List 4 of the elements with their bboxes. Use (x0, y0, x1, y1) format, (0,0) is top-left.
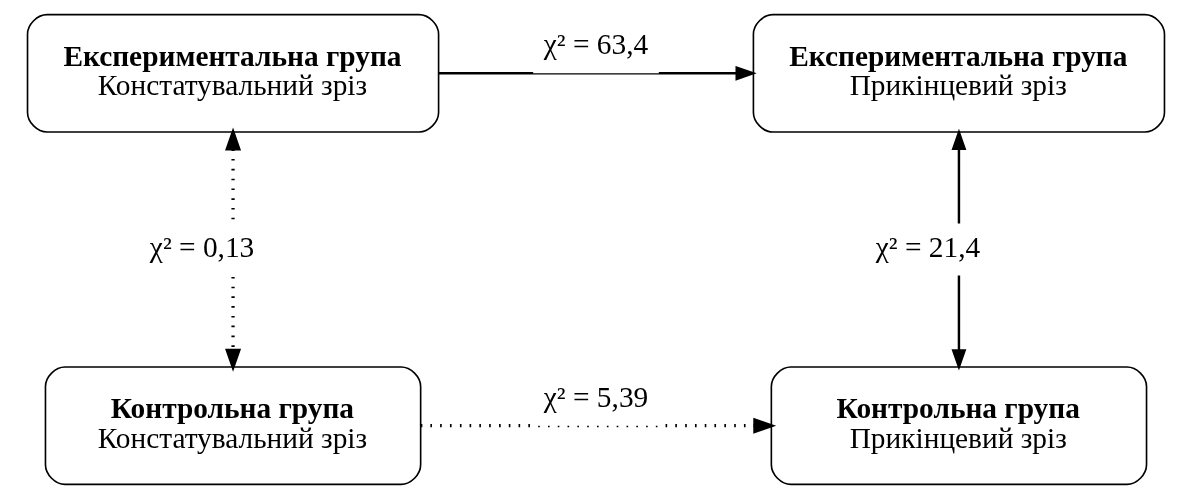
edge-label: χ² = 5,39 (543, 380, 649, 413)
edge-label: χ² = 21,4 (875, 230, 981, 263)
edge-label: χ² = 0,13 (149, 230, 255, 263)
edge-label: χ² = 63,4 (543, 28, 649, 61)
